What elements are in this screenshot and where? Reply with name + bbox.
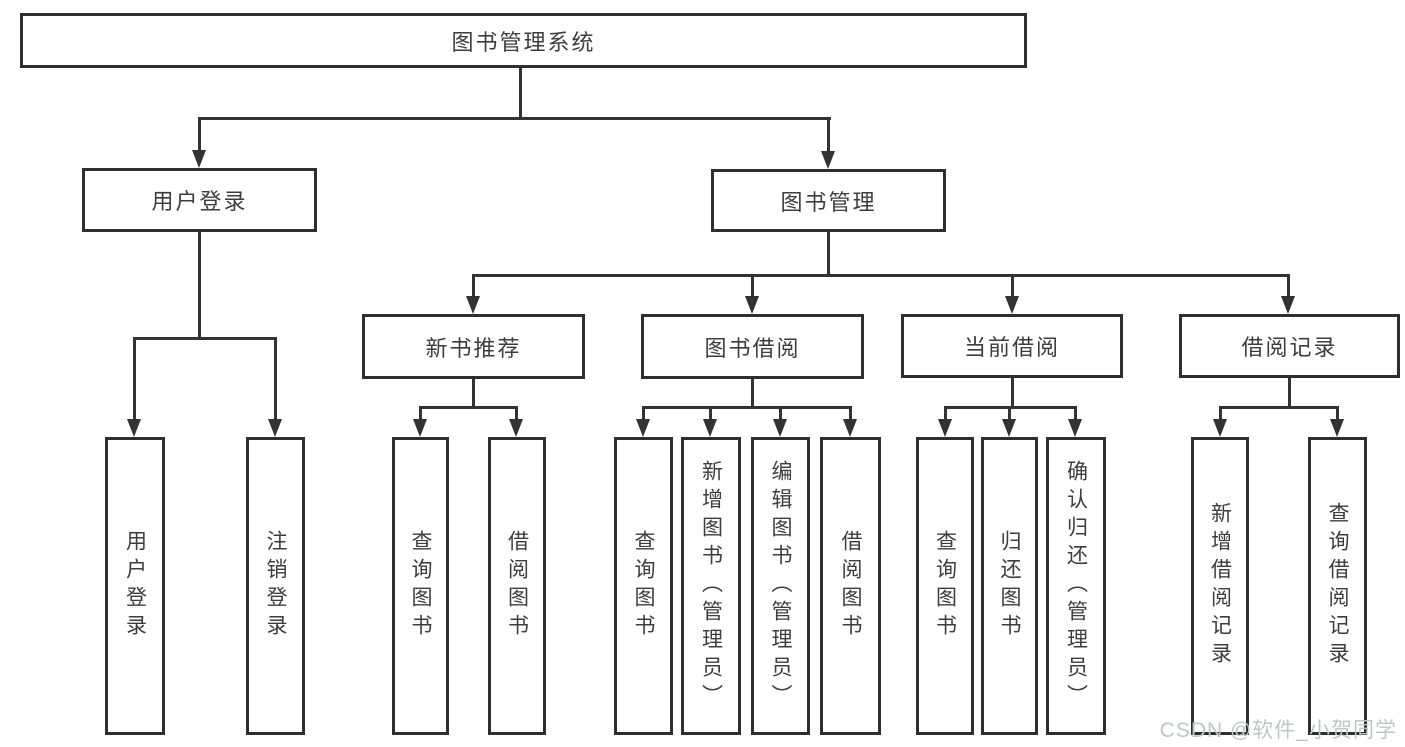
connector-line: [198, 117, 201, 152]
leaf-borrowing-edit: 编辑图书（管理员）: [751, 437, 810, 735]
leaf-user-login: 用户登录: [105, 437, 165, 735]
node-root-label: 图书管理系统: [451, 29, 596, 55]
leaf-borrowing-borrow: 借阅图书: [820, 437, 881, 735]
arrow-down-icon: [268, 419, 282, 437]
connector-line: [198, 232, 201, 337]
arrow-down-icon: [821, 151, 835, 169]
leaf-borrowing-add-label: 新增图书（管理员）: [699, 460, 723, 712]
connector-line: [1011, 274, 1014, 298]
arrow-down-icon: [703, 419, 717, 437]
leaf-records-add: 新增借阅记录: [1191, 437, 1249, 735]
node-book-management-label: 图书管理: [780, 189, 877, 215]
node-borrow-records-label: 借阅记录: [1241, 335, 1338, 360]
connector-line: [944, 406, 947, 420]
node-current-borrowing-label: 当前借阅: [963, 335, 1060, 360]
arrow-down-icon: [636, 419, 650, 437]
connector-line: [519, 68, 522, 117]
arrow-down-icon: [1068, 419, 1082, 437]
leaf-newbook-borrow-label: 借阅图书: [505, 530, 529, 642]
node-root: 图书管理系统: [20, 13, 1027, 68]
node-book-management: 图书管理: [711, 169, 946, 232]
leaf-newbook-query-label: 查询图书: [409, 530, 432, 642]
connector-line: [1287, 274, 1290, 298]
connector-line: [1074, 406, 1077, 420]
leaf-records-query-label: 查询借阅记录: [1326, 502, 1349, 670]
leaf-current-confirm: 确认归还（管理员）: [1046, 437, 1106, 735]
connector-line: [419, 406, 422, 420]
connector-line: [642, 406, 645, 420]
leaf-borrowing-query-label: 查询图书: [632, 530, 655, 642]
connector-line: [515, 406, 518, 420]
watermark: CSDN @软件_小贺同学: [1159, 719, 1397, 742]
node-book-borrowing-label: 图书借阅: [704, 335, 801, 361]
leaf-records-query: 查询借阅记录: [1308, 437, 1367, 735]
connector-line: [827, 232, 830, 274]
connector-line: [751, 379, 754, 406]
connector-line: [709, 406, 712, 420]
connector-line: [472, 274, 475, 298]
node-new-book-recommend-label: 新书推荐: [425, 335, 522, 361]
leaf-current-query-label: 查询图书: [933, 530, 957, 642]
connector-line: [472, 379, 475, 406]
arrow-down-icon: [1002, 419, 1016, 437]
connector-line: [199, 117, 831, 120]
connector-line: [642, 406, 852, 409]
connector-line: [472, 274, 1290, 277]
arrow-down-icon: [509, 419, 523, 437]
arrow-down-icon: [127, 419, 141, 437]
arrow-down-icon: [843, 419, 857, 437]
connector-line: [1219, 406, 1339, 409]
leaf-current-return: 归还图书: [981, 437, 1038, 735]
leaf-newbook-borrow: 借阅图书: [488, 437, 546, 735]
leaf-borrowing-edit-label: 编辑图书（管理员）: [769, 460, 792, 712]
leaf-newbook-query: 查询图书: [392, 437, 449, 735]
leaf-borrowing-query: 查询图书: [614, 437, 673, 735]
connector-line: [849, 406, 852, 420]
leaf-current-query: 查询图书: [916, 437, 974, 735]
connector-line: [419, 406, 518, 409]
node-new-book-recommend: 新书推荐: [362, 314, 585, 379]
connector-line: [751, 274, 754, 298]
connector-line: [1288, 378, 1291, 406]
leaf-user-login-label: 用户登录: [123, 530, 147, 642]
connector-line: [1011, 378, 1014, 406]
arrow-down-icon: [938, 419, 952, 437]
connector-line: [134, 337, 277, 340]
arrow-down-icon: [1330, 419, 1344, 437]
arrow-down-icon: [466, 296, 480, 314]
connector-line: [827, 117, 830, 152]
arrow-down-icon: [1213, 419, 1227, 437]
arrow-down-icon: [773, 419, 787, 437]
node-book-borrowing: 图书借阅: [641, 314, 864, 379]
connector-line: [1008, 406, 1011, 420]
leaf-current-confirm-label: 确认归还（管理员）: [1064, 460, 1088, 712]
connector-line: [274, 337, 277, 420]
connector-line: [779, 406, 782, 420]
arrow-down-icon: [1281, 296, 1295, 314]
node-current-borrowing: 当前借阅: [901, 314, 1123, 378]
node-borrow-records: 借阅记录: [1179, 314, 1400, 378]
leaf-borrowing-add: 新增图书（管理员）: [681, 437, 741, 735]
arrow-down-icon: [745, 296, 759, 314]
arrow-down-icon: [1005, 296, 1019, 314]
connector-line: [1336, 406, 1339, 420]
node-user-login-label: 用户登录: [151, 189, 248, 214]
leaf-records-add-label: 新增借阅记录: [1208, 502, 1232, 670]
leaf-logout: 注销登录: [246, 437, 305, 735]
leaf-borrowing-borrow-label: 借阅图书: [839, 530, 862, 642]
connector-line: [1219, 406, 1222, 420]
node-user-login: 用户登录: [82, 168, 317, 232]
arrow-down-icon: [413, 419, 427, 437]
leaf-current-return-label: 归还图书: [998, 530, 1021, 642]
arrow-down-icon: [192, 150, 206, 168]
connector-line: [133, 337, 136, 420]
leaf-logout-label: 注销登录: [264, 530, 287, 642]
